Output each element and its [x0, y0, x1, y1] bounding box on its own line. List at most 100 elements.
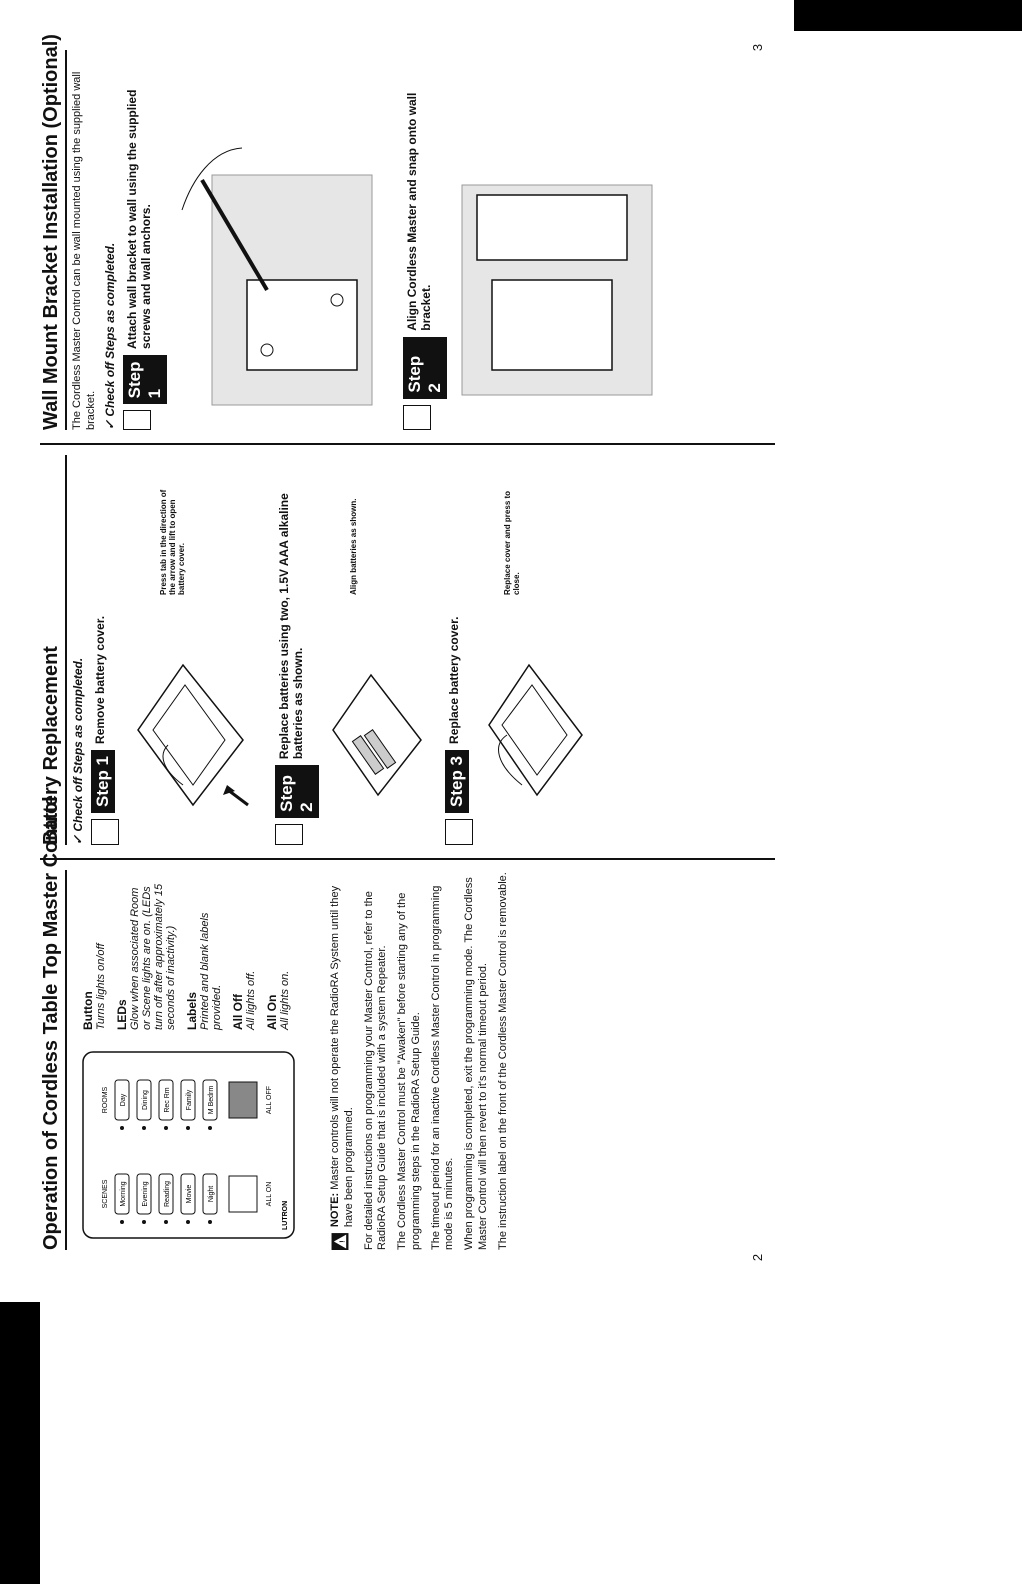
divider-battery-operation: [40, 858, 775, 860]
room-led: [164, 1126, 168, 1130]
wall-snap-illustration: [461, 184, 652, 396]
scene-button[interactable]: [136, 1173, 152, 1215]
battery-step-1-label: Step 1: [91, 749, 115, 813]
room-button[interactable]: [202, 1079, 218, 1121]
wall-title: Wall Mount Bracket Installation (Optiona…: [40, 34, 67, 430]
wall-step-2: Step 2 Align Cordless Master and snap on…: [402, 50, 447, 430]
scene-button[interactable]: [158, 1173, 174, 1215]
all-on-label: ALL ON: [266, 1182, 273, 1207]
battery-step-2-label: Step 2: [275, 765, 319, 818]
scene-button-label: Morning: [120, 1181, 127, 1206]
battery-title: Battery Replacement: [40, 455, 67, 845]
wall-mount-section: Wall Mount Bracket Installation (Optiona…: [40, 34, 667, 430]
battery-step-1: Step 1 Remove battery cover.: [91, 455, 119, 845]
scene-led: [208, 1220, 212, 1224]
battery-check: ✓ Check off Steps as completed.: [71, 657, 85, 845]
scene-button-label: Night: [208, 1186, 215, 1202]
room-button[interactable]: [180, 1079, 196, 1121]
operation-paragraph-5: The instruction label on the front of th…: [496, 872, 509, 1250]
battery-step-1-callout: Press tab in the direction of the arrow …: [159, 489, 187, 595]
battery-step-3-label: Step 3: [445, 749, 469, 813]
operation-section: Operation of Cordless Table Top Master C…: [40, 796, 516, 1250]
page-number-right: 3: [750, 43, 766, 52]
wall-check-text: Check off Steps as completed.: [102, 242, 117, 417]
step-checkbox[interactable]: [91, 819, 119, 845]
callout-title: Labels: [185, 991, 199, 1030]
battery-cover-illustration: [137, 663, 249, 807]
battery-step-2-text: Replace batteries using two, 1.5V AAA al…: [277, 493, 306, 760]
room-button[interactable]: [136, 1079, 152, 1121]
battery-step-2-callout: Align batteries as shown.: [349, 498, 358, 595]
battery-close-illustration: [488, 663, 583, 797]
warning-icon: !: [331, 1233, 349, 1250]
battery-check-text: Check off Steps as completed.: [71, 657, 85, 832]
wall-step-2-label: Step 2: [402, 336, 447, 399]
header-black-bar: [794, 0, 1022, 31]
lutron-logo: LUTRON: [282, 1201, 289, 1230]
callout-title: Button: [81, 991, 95, 1030]
room-button[interactable]: [114, 1079, 130, 1121]
callout-desc: All lights off.: [245, 970, 257, 1030]
callout-desc: Printed and blank labels provided.: [199, 912, 223, 1030]
room-led: [208, 1126, 212, 1130]
room-button-label: Family: [186, 1089, 193, 1110]
battery-section: Battery Replacement ✓ Check off Steps as…: [40, 455, 603, 845]
battery-step-3-text: Replace battery cover.: [447, 616, 461, 744]
scene-button-label: Movie: [186, 1185, 193, 1204]
callout-desc: Turns lights on/off: [95, 943, 107, 1030]
note-block: ! NOTE: Master controls will not operate…: [329, 870, 357, 1250]
callout-desc: All lights on.: [279, 970, 291, 1030]
room-button-label: Rec Rm: [164, 1087, 171, 1112]
room-button[interactable]: [158, 1079, 174, 1121]
step-checkbox[interactable]: [445, 819, 473, 845]
battery-step-3: Step 3 Replace battery cover.: [445, 455, 473, 845]
scene-button[interactable]: [180, 1173, 196, 1215]
step-checkbox[interactable]: [402, 404, 431, 430]
scene-led: [164, 1220, 168, 1224]
step-checkbox[interactable]: [275, 823, 303, 845]
room-led: [186, 1126, 190, 1130]
callout-title: All Off: [231, 994, 245, 1030]
scene-button[interactable]: [202, 1173, 218, 1215]
operation-paragraph-4: When programming is completed, exit the …: [463, 877, 489, 1250]
wall-step-2-text: Align Cordless Master and snap onto wall…: [404, 92, 433, 331]
operation-title: Operation of Cordless Table Top Master C…: [40, 796, 67, 1250]
room-button-label: M Bedrm: [208, 1086, 215, 1115]
wall-intro: The Cordless Master Control can be wall …: [71, 71, 97, 430]
callout-title: LEDs: [115, 999, 129, 1030]
operation-paragraph-2: The Cordless Master Control must be "Awa…: [396, 892, 422, 1250]
scene-button[interactable]: [114, 1173, 130, 1215]
scene-led: [120, 1220, 124, 1224]
wall-step-1-text: Attach wall bracket to wall using the su…: [124, 89, 153, 349]
operation-paragraph-3: The timeout period for an inactive Cordl…: [429, 885, 456, 1250]
scene-button-label: Reading: [164, 1181, 171, 1207]
room-button-label: Day: [120, 1093, 127, 1106]
wall-step-1: Step 1 Attach wall bracket to wall using…: [122, 50, 167, 430]
callout-desc: Glow when associated Room or Scene light…: [129, 883, 177, 1030]
room-led: [120, 1126, 124, 1130]
scene-led: [142, 1220, 146, 1224]
wall-bracket-illustration: [181, 147, 372, 406]
all-off-label: ALL OFF: [266, 1086, 273, 1114]
step-checkbox[interactable]: [122, 410, 151, 430]
wall-step-1-label: Step 1: [122, 354, 167, 405]
scene-button-label: Evening: [142, 1181, 149, 1206]
battery-step-3-callout: Replace cover and press to close.: [503, 490, 522, 595]
divider-wall-battery: [40, 443, 775, 445]
page-number-left: 2: [750, 1253, 766, 1262]
callout-title: All On: [265, 994, 279, 1030]
rooms-header: ROOMS: [102, 1086, 109, 1113]
battery-insert-illustration: [332, 673, 422, 797]
note-text: Master controls will not operate the Rad…: [329, 885, 355, 1228]
room-button-label: Dining: [142, 1090, 149, 1110]
operation-paragraph-1: For detailed instructions on programming…: [362, 891, 389, 1250]
note-label: NOTE:: [329, 1192, 341, 1228]
room-led: [142, 1126, 146, 1130]
